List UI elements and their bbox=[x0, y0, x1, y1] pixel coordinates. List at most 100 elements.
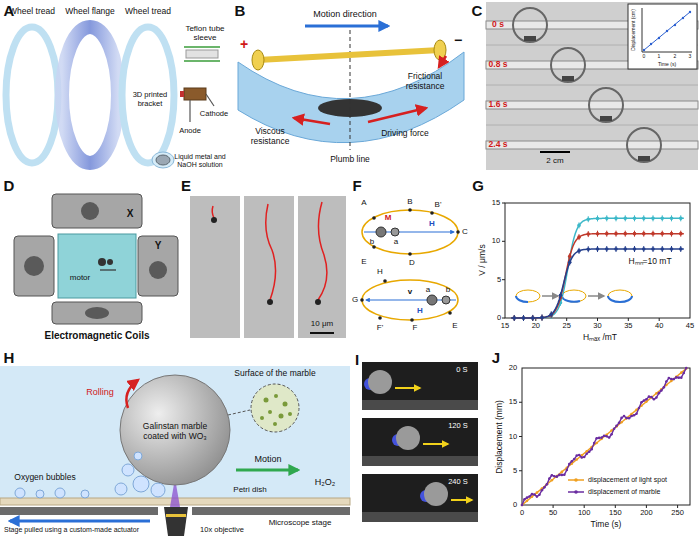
objective-lens bbox=[164, 507, 188, 536]
motor-trajectory bbox=[315, 299, 321, 305]
axis-tick: 25 bbox=[563, 322, 571, 331]
panel-letter: I bbox=[355, 351, 359, 368]
part-label: Petri dish bbox=[233, 485, 266, 494]
inset-plot bbox=[682, 17, 684, 19]
plot-frame bbox=[519, 368, 690, 508]
data-point bbox=[566, 469, 569, 472]
axis-title: V / μm/s bbox=[478, 244, 488, 275]
field-point bbox=[408, 208, 412, 212]
photo-sequence bbox=[486, 101, 698, 109]
motor-icon bbox=[98, 258, 106, 266]
light-beam bbox=[170, 484, 180, 507]
axis-title: Displacement (mm) bbox=[495, 400, 505, 474]
data-point bbox=[620, 417, 623, 420]
data-point bbox=[556, 475, 559, 478]
part-label: Electromagnetic Coils bbox=[44, 330, 149, 342]
oxygen-bubble bbox=[81, 490, 89, 498]
data-point bbox=[588, 450, 591, 453]
data-point bbox=[615, 425, 618, 428]
data-point bbox=[670, 215, 674, 221]
motor-trajectory bbox=[318, 202, 327, 300]
wheel-robot bbox=[551, 48, 585, 82]
point-label: a bbox=[394, 237, 398, 246]
marble-image bbox=[368, 370, 392, 394]
displacement-curve bbox=[522, 368, 686, 505]
data-point bbox=[660, 246, 664, 252]
data-point bbox=[642, 217, 646, 221]
data-point bbox=[559, 294, 563, 298]
panel-letter: H bbox=[4, 349, 15, 366]
motor-trajectory bbox=[267, 299, 273, 305]
trajectory-icon bbox=[516, 290, 632, 302]
data-point bbox=[614, 215, 618, 221]
wheel-tread-ring bbox=[6, 27, 58, 163]
printed-bracket bbox=[189, 100, 190, 122]
line-label: Plumb line bbox=[330, 155, 370, 165]
work-chamber bbox=[58, 234, 136, 298]
axle bbox=[252, 40, 446, 70]
data-point bbox=[668, 377, 671, 380]
speed-curve bbox=[511, 234, 684, 318]
video-frame bbox=[362, 456, 478, 466]
motion-arrow bbox=[305, 26, 388, 27]
data-point bbox=[598, 437, 601, 440]
axis-tick: 0 bbox=[497, 314, 501, 323]
time-stamp: 0.8 s bbox=[489, 60, 508, 70]
data-point bbox=[673, 378, 676, 381]
data-point bbox=[531, 316, 535, 320]
plot-frame bbox=[502, 203, 505, 204]
axis-tick: 10 bbox=[492, 237, 500, 246]
data-point bbox=[651, 215, 655, 221]
speed-curve bbox=[511, 215, 684, 321]
data-point bbox=[533, 493, 536, 496]
axis-tick: 15 bbox=[501, 322, 509, 331]
marble-image bbox=[451, 499, 472, 501]
data-point bbox=[648, 395, 651, 398]
data-point bbox=[643, 399, 646, 402]
microscopy-frame bbox=[244, 196, 294, 338]
data-point bbox=[531, 316, 535, 320]
data-point bbox=[605, 215, 609, 221]
microscopy-frame bbox=[298, 196, 346, 338]
surface-inset bbox=[283, 402, 288, 407]
axis-title: Time (s) bbox=[658, 62, 676, 68]
work-chamber bbox=[58, 234, 136, 298]
point-label: B' bbox=[435, 200, 442, 209]
wheel-flange-ring bbox=[62, 27, 118, 163]
scale-label: 2 cm bbox=[546, 156, 563, 165]
photo-sequence bbox=[486, 2, 698, 170]
electromagnetic-coil bbox=[14, 194, 178, 324]
data-point bbox=[577, 248, 581, 254]
rotation-ellipse bbox=[362, 210, 458, 254]
field-point bbox=[360, 298, 364, 302]
data-point bbox=[549, 311, 553, 317]
data-point bbox=[600, 436, 603, 439]
data-point bbox=[522, 315, 526, 321]
data-point bbox=[605, 231, 609, 237]
electromagnetic-coil bbox=[52, 302, 142, 324]
data-point bbox=[570, 460, 573, 463]
data-point bbox=[586, 231, 590, 237]
motor-icon bbox=[107, 259, 113, 265]
force-arrow bbox=[294, 118, 330, 124]
time-stamp: 2.4 s bbox=[489, 140, 508, 150]
motor-trajectory bbox=[266, 204, 276, 300]
plot-frame bbox=[502, 318, 505, 319]
plot-frame bbox=[677, 505, 678, 508]
data-point bbox=[531, 316, 535, 320]
part-label: Galinstan marble coated with WO₃ bbox=[135, 422, 215, 442]
part-label: Wheel tread bbox=[9, 7, 55, 17]
video-frame bbox=[362, 474, 478, 522]
photo-sequence bbox=[486, 141, 698, 149]
field-point bbox=[448, 311, 452, 315]
data-point bbox=[660, 389, 663, 392]
wheel-tread-ring bbox=[6, 27, 58, 163]
data-point bbox=[633, 246, 637, 252]
marble-image bbox=[395, 387, 420, 389]
data-point bbox=[540, 316, 544, 320]
data-point bbox=[586, 217, 590, 221]
axis-tick: 150 bbox=[609, 509, 622, 518]
scale-bar bbox=[540, 152, 570, 153]
electromagnetic-coil bbox=[14, 236, 54, 296]
